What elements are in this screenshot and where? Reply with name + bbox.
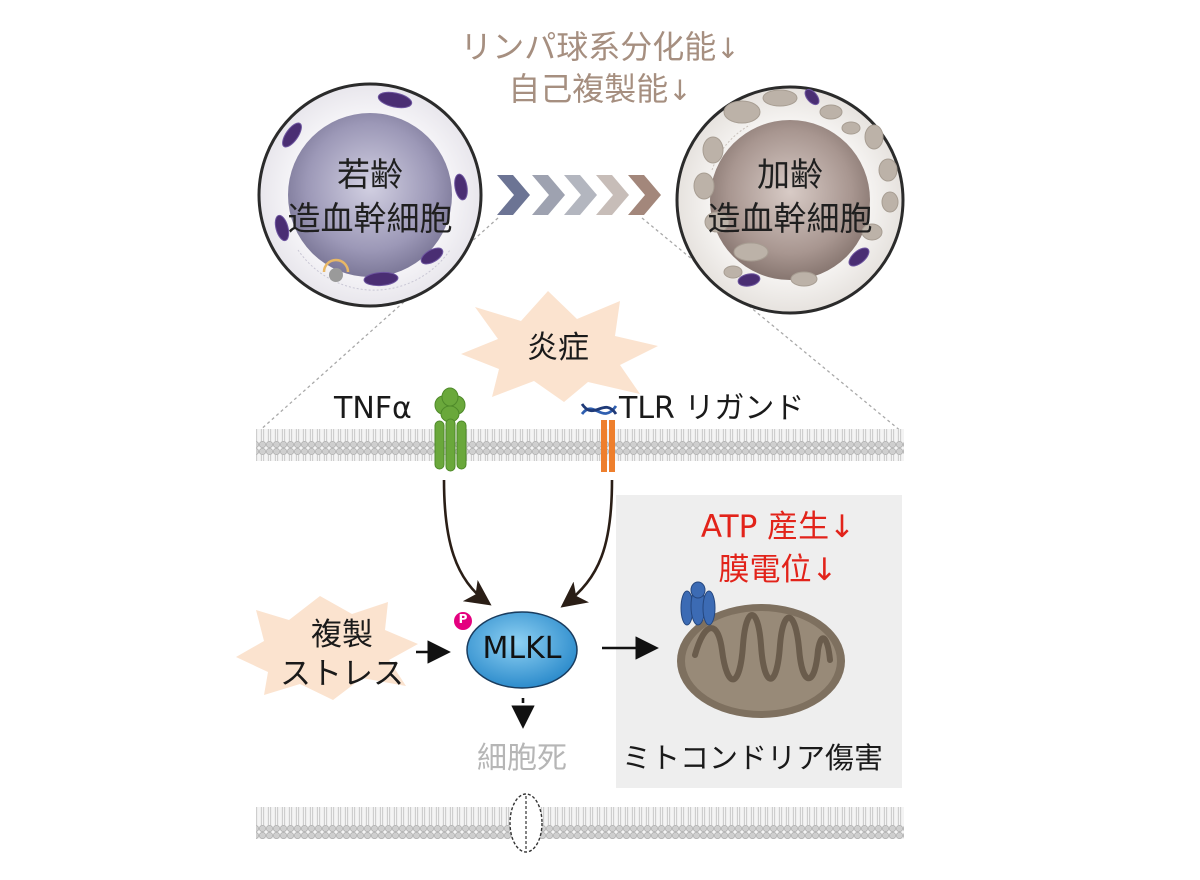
tlr-receptor: [601, 420, 615, 472]
aged-cell-label: 加齢 造血幹細胞: [690, 153, 890, 240]
replication-stress-line2: ストレス: [280, 655, 404, 692]
young-organelle: [322, 258, 350, 282]
phospho-label: P: [458, 612, 468, 626]
tnf-receptor: [434, 387, 467, 472]
tnf-alpha-label: TNFα: [334, 391, 412, 426]
replication-stress-burst: [236, 596, 418, 700]
self-renewal-label: 自己複製能↓: [508, 69, 692, 108]
young-cell-label: 若齢 造血幹細胞: [270, 153, 470, 240]
tlr-ligand-dna-icon: [580, 403, 618, 415]
mlkl-label: MLKL: [482, 631, 562, 666]
bottom-membrane: [256, 807, 904, 839]
zoom-guide-lines: [257, 217, 903, 433]
atp-production-label: ATP 産生↓: [700, 509, 856, 545]
aged-mitochondria: [737, 88, 870, 287]
decrease-arrow-icon: ↓: [668, 73, 692, 107]
atp-synthase: [680, 581, 716, 626]
inflammation-label: 炎症: [527, 330, 589, 366]
cell-death-label: 細胞死: [477, 741, 567, 776]
membrane-pore: [509, 793, 543, 853]
young-cell-label-line2: 造血幹細胞: [287, 198, 453, 238]
mitochondrion: [677, 581, 845, 718]
top-labels: リンパ球系分化能↓ 自己複製能↓: [0, 27, 1200, 110]
aged-stem-cell: [675, 85, 905, 315]
tlr-ligand-label: TLR リガンド: [619, 391, 805, 426]
aged-cell-label-line1: 加齢: [757, 155, 823, 194]
top-membrane: [256, 429, 904, 461]
inflammation-burst: [461, 291, 658, 402]
decrease-arrow-icon: ↓: [829, 509, 856, 545]
aged-swollen-mitochondria: [693, 89, 899, 287]
mlkl-protein: [466, 611, 578, 689]
replication-stress-line1: 複製: [311, 617, 373, 653]
lymphoid-potential-label: リンパ球系分化能↓: [460, 28, 740, 66]
mito-effects-label: ATP 産生↓ 膜電位↓: [688, 506, 868, 593]
membrane-potential-label: 膜電位↓: [718, 552, 838, 589]
aged-cell-label-line2: 造血幹細胞: [707, 198, 873, 238]
aging-progression-arrows: [497, 175, 661, 215]
replication-stress-label: 複製 ストレス: [262, 616, 422, 694]
young-stem-cell: [257, 82, 483, 308]
decrease-arrow-icon: ↓: [716, 32, 740, 65]
mito-damage-label: ミトコンドリア傷害: [622, 741, 884, 775]
phospho-badge: [454, 612, 472, 630]
pathway-arrows: [416, 479, 659, 729]
young-cell-label-line1: 若齢: [337, 155, 403, 194]
decrease-arrow-icon: ↓: [811, 552, 838, 589]
young-mitochondria: [274, 91, 468, 287]
